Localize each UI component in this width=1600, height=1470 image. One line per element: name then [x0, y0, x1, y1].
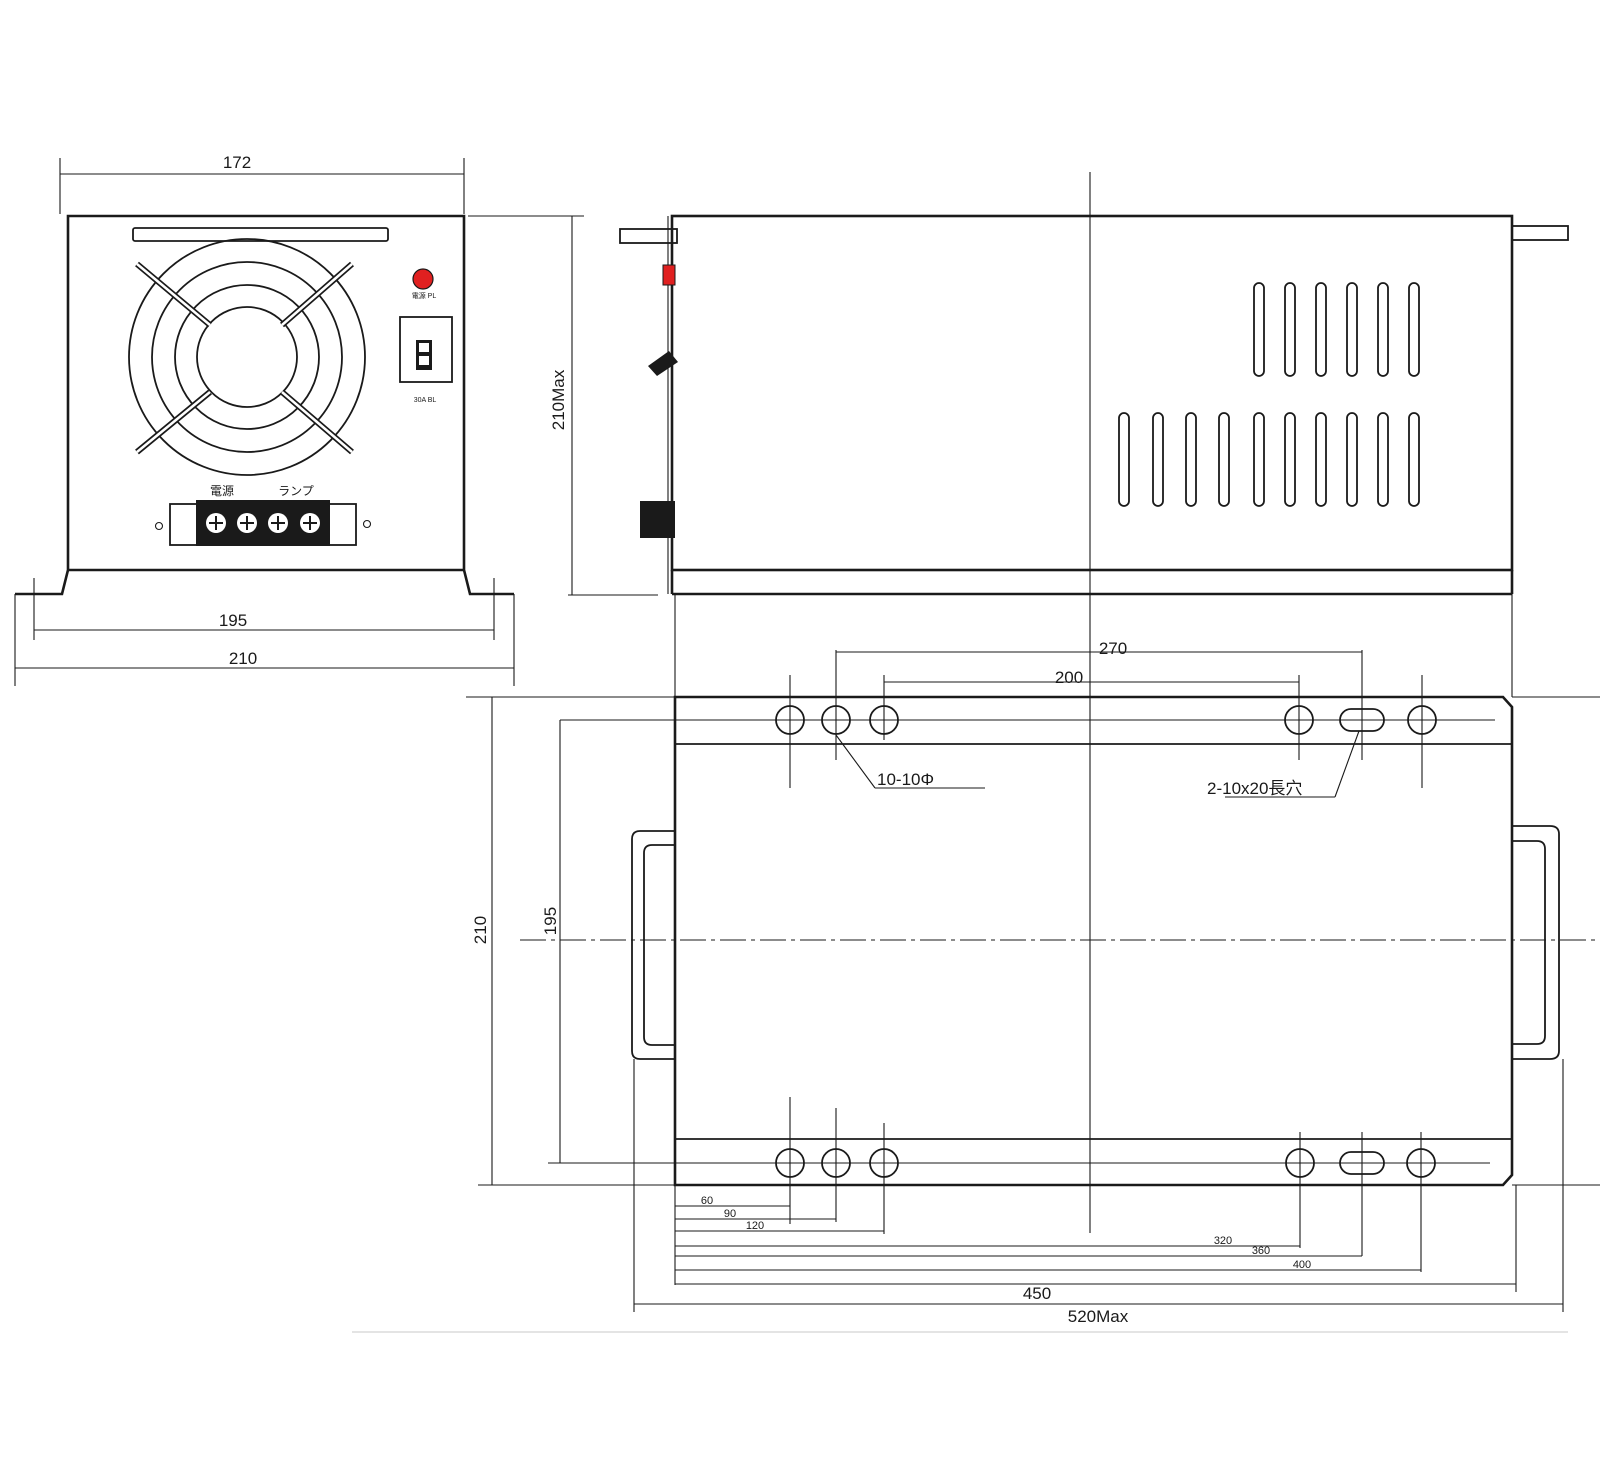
vent-slot-icon — [1118, 282, 1420, 507]
top-handle-slot — [132, 227, 389, 242]
offset-60: 60 — [701, 1195, 713, 1207]
note-2-10x20-slot: 2-10x20長穴 — [1207, 779, 1302, 798]
dim-label-195-plan: 195 — [541, 907, 560, 935]
power-lamp-label: 電源 PL — [412, 291, 437, 300]
offset-120: 120 — [746, 1220, 764, 1232]
front-view: 172 電源 PL — [14, 153, 515, 686]
dim-offsets: 60 90 120 320 360 400 — [674, 1185, 1421, 1285]
dim-plan-210: 210 — [466, 696, 675, 1186]
breaker-label: 30A BL — [414, 397, 437, 404]
plan-view: 270 200 10-10Φ 2-10x20長穴 210 195 — [352, 172, 1600, 1333]
dim-label-210max: 210Max — [549, 369, 568, 430]
slot-hole-icon — [1339, 708, 1385, 1175]
dim-450: 450 — [675, 1185, 1517, 1303]
terminal-label-power: 電源 — [210, 484, 234, 498]
carry-handle-icon — [631, 825, 1560, 1060]
terminal-screw-icon — [206, 513, 320, 533]
rear-handle-stub — [1511, 225, 1569, 241]
power-lamp-side — [662, 264, 676, 286]
offset-320: 320 — [1214, 1235, 1232, 1247]
terminal-label-lamp: ランプ — [278, 484, 314, 498]
dim-foot-210: 210 — [14, 594, 515, 686]
note-10-10phi: 10-10Φ — [877, 770, 934, 789]
dim-foot-195: 195 — [33, 578, 495, 640]
side-handle-stub — [619, 228, 678, 244]
mounting-hole-icon — [775, 705, 1437, 1178]
dim-label-210-plan: 210 — [471, 916, 490, 944]
front-body-outline — [15, 214, 514, 596]
dim-height-210max: 210Max — [468, 215, 658, 596]
terminal-block: 電源 ランプ — [154, 484, 372, 546]
offset-400: 400 — [1293, 1259, 1311, 1271]
note-slot-holes: 2-10x20長穴 — [1207, 730, 1360, 798]
dim-label-210-front: 210 — [229, 649, 257, 668]
dim-label-172: 172 — [223, 153, 251, 172]
dim-label-520max: 520Max — [1068, 1307, 1129, 1326]
dim-label-195-front: 195 — [219, 611, 247, 630]
dim-label-200: 200 — [1055, 668, 1083, 687]
plan-body-outline — [673, 695, 1514, 1187]
dim-270: 270 — [836, 639, 1362, 658]
offset-360: 360 — [1252, 1245, 1270, 1257]
breaker-switch-icon[interactable] — [399, 316, 453, 383]
offset-90: 90 — [724, 1208, 736, 1220]
dim-label-270: 270 — [1099, 639, 1127, 658]
breaker-side — [648, 351, 678, 376]
dim-label-450: 450 — [1023, 1284, 1051, 1303]
note-round-holes: 10-10Φ — [835, 734, 985, 789]
dim-200: 200 — [884, 668, 1299, 687]
side-body-outline — [670, 214, 1514, 572]
dim-520max: 520Max — [633, 1059, 1564, 1326]
hole-center-lines — [789, 650, 1423, 1272]
cooling-fan-icon — [128, 238, 366, 476]
dim-width-172: 172 — [59, 153, 465, 214]
power-lamp-icon — [412, 268, 434, 290]
terminal-side — [640, 501, 675, 538]
dim-plan-195: 195 — [541, 720, 561, 1163]
side-view: 210Max — [468, 214, 1569, 596]
